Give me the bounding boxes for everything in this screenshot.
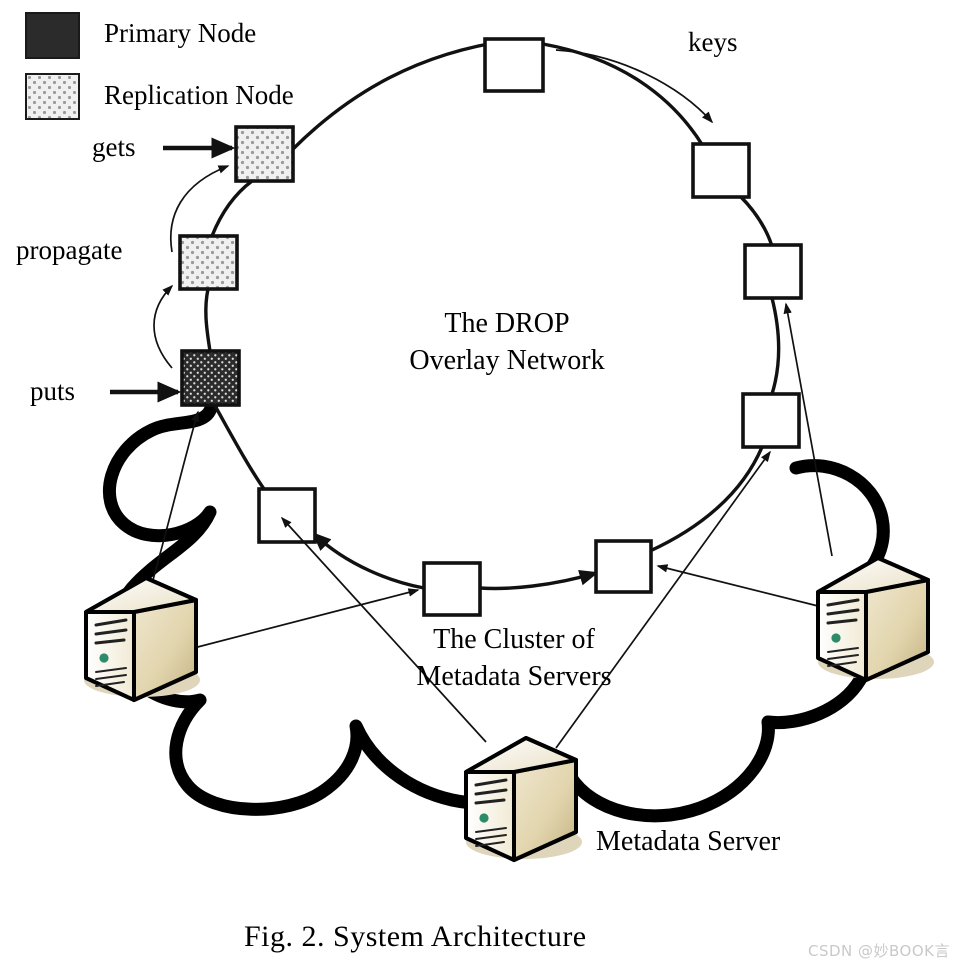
- ring-node-bottom: [422, 561, 482, 617]
- metadata-server-label: Metadata Server: [596, 826, 781, 857]
- propagate-to-gets-arrow: [170, 165, 230, 253]
- link-left-server-to-bottom-node: [185, 588, 420, 651]
- server-left: [84, 576, 200, 702]
- metadata-cluster-title-line1: The Cluster of: [433, 624, 595, 655]
- ring-node-top: [483, 37, 545, 93]
- ring-node-bottom-right: [594, 539, 653, 594]
- primary-node-swatch: [25, 12, 80, 59]
- flow-arrows: [110, 49, 714, 403]
- ring-node-replication-gets: [234, 125, 295, 183]
- legend-label-primary-node: Primary Node: [104, 18, 257, 48]
- legend-label-replication-node: Replication Node: [104, 80, 294, 110]
- flow-label-gets: gets: [92, 132, 136, 162]
- ring-node-primary-puts: [180, 349, 241, 407]
- server-right: [816, 556, 934, 682]
- link-bottom-server-to-bottom-left-node: [280, 516, 487, 743]
- metadata-cluster-title: The Cluster of Metadata Servers: [396, 622, 632, 696]
- overlay-network-title-line1: The DROP: [444, 308, 570, 339]
- link-right-server-to-bottom-right-node: [656, 564, 819, 607]
- overlay-network-title-line2: Overlay Network: [409, 344, 605, 376]
- server-led-icon: [99, 653, 109, 663]
- link-left-server-to-primary: [147, 410, 200, 599]
- ring-node-replication-propagate: [178, 234, 239, 291]
- flow-label-keys: keys: [688, 27, 738, 57]
- csdn-watermark: CSDN @妙BOOK言: [808, 942, 951, 960]
- drop-overlay-ring: [204, 38, 781, 591]
- server-led-icon: [479, 813, 489, 823]
- link-bottom-server-to-lower-right-node: [555, 450, 771, 749]
- server-led-icon: [831, 633, 841, 643]
- ring-node-right: [743, 243, 803, 300]
- keys-arrow: [555, 49, 714, 124]
- figure-caption: Fig. 2. System Architecture: [244, 920, 587, 953]
- server-bottom: [464, 736, 582, 862]
- link-right-server-to-right-node: [783, 302, 833, 557]
- overlay-network-title: The DROP Overlay Network: [398, 306, 616, 380]
- flow-label-propagate: propagate: [16, 235, 123, 265]
- ring-node-upper-right: [691, 142, 751, 199]
- metadata-cluster-title-line2: Metadata Servers: [416, 660, 612, 692]
- puts-to-propagate-arrow: [153, 284, 174, 369]
- ring-node-lower-right: [741, 392, 801, 449]
- ring-node-boxes: [178, 37, 803, 617]
- flow-label-puts: puts: [30, 376, 76, 406]
- ring-node-bottom-left: [257, 487, 317, 544]
- replication-node-swatch: [25, 73, 80, 120]
- server-ring-links: [147, 302, 833, 749]
